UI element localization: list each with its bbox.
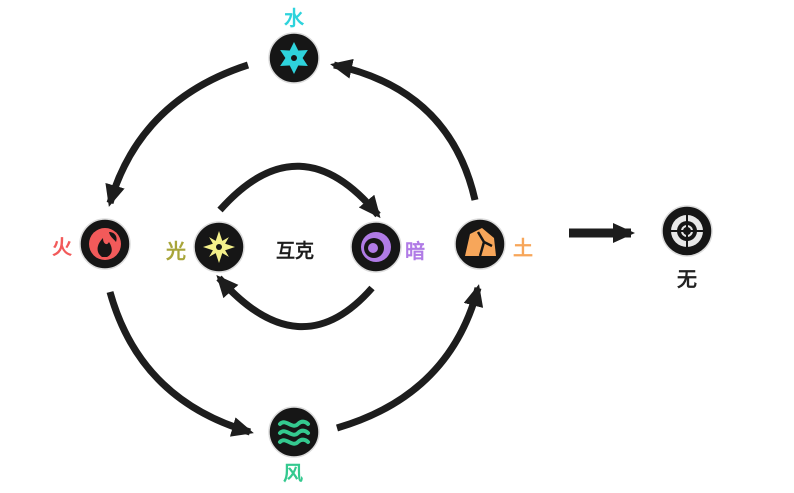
swirl-icon (361, 232, 391, 262)
arrow-wind-to-earth (336, 284, 484, 432)
target-icon (671, 215, 703, 247)
none-node (661, 205, 713, 257)
earth-node (454, 218, 506, 270)
water-node (268, 32, 320, 84)
fire-node (79, 218, 131, 270)
none-label: 无 (677, 267, 697, 291)
outer-cycle-arrows (105, 59, 484, 437)
arrow-fire-to-wind (106, 291, 254, 437)
water-label: 水 (284, 6, 304, 30)
fire-label: 火 (52, 235, 72, 259)
rock-icon (465, 228, 496, 257)
arrow-earth-to-water (330, 59, 479, 201)
arrow-light-to-dark (217, 162, 381, 219)
earth-label: 土 (513, 236, 533, 260)
light-node (193, 221, 245, 273)
arrow-dark-to-light (216, 274, 375, 331)
flame-icon (89, 228, 121, 260)
wind-label: 风 (283, 461, 303, 485)
inner-cycle-arrows (216, 162, 381, 331)
waves-icon (278, 419, 310, 446)
wind-node (268, 406, 320, 458)
dark-label: 暗 (405, 239, 425, 263)
light-label: 光 (166, 239, 186, 263)
star-burst-icon (203, 231, 235, 263)
arrow-water-to-fire (105, 61, 250, 207)
center-label: 互克 (276, 240, 315, 262)
snowflake-icon (280, 42, 308, 74)
dark-node (350, 221, 402, 273)
